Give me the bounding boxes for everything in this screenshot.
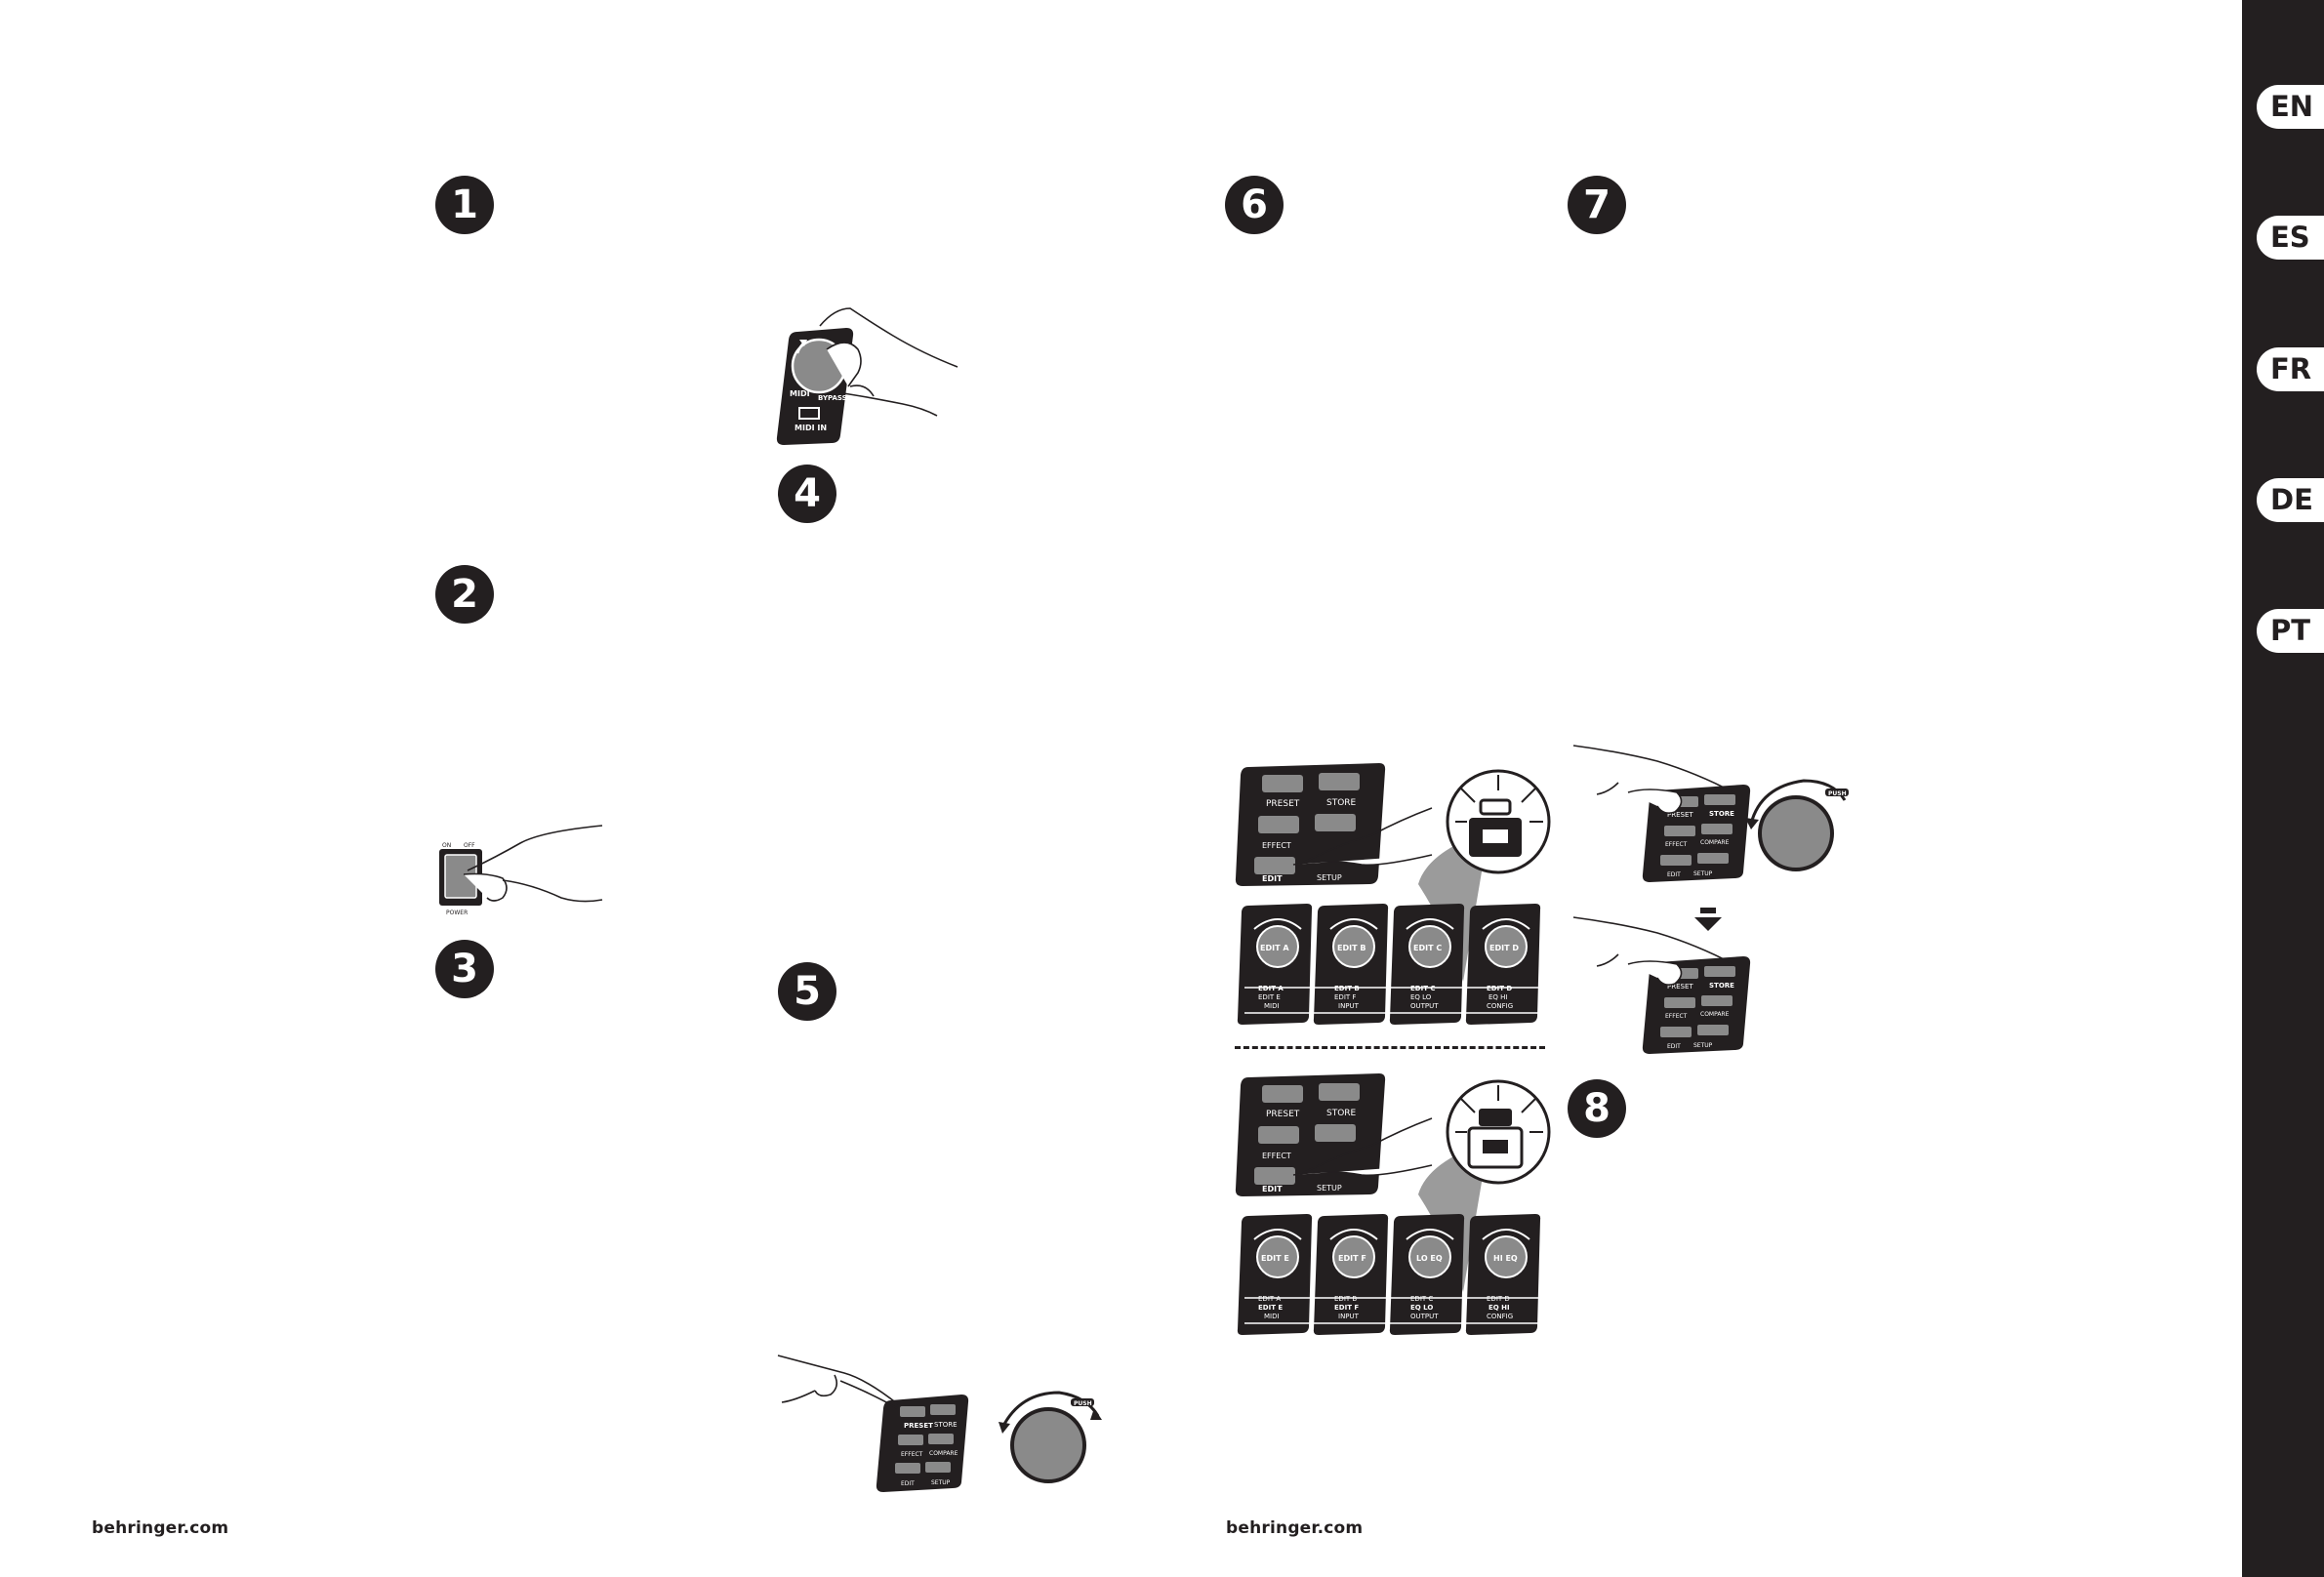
store-label: STORE: [1326, 1109, 1357, 1118]
effect-label: EFFECT: [1262, 841, 1291, 850]
knob-column-edit-e: EDIT E EDIT A EDIT E MIDI: [1237, 1214, 1313, 1335]
bypass-label: BYPASS: [818, 394, 847, 402]
svg-text:EDIT E: EDIT E: [1258, 993, 1281, 1001]
compare-label: COMPARE: [1700, 1011, 1730, 1018]
svg-text:EDIT C: EDIT C: [1413, 944, 1442, 952]
midi-in-label: MIDI IN: [795, 424, 827, 432]
lang-tab-de[interactable]: DE: [2257, 478, 2324, 522]
effect-label: EFFECT: [1665, 841, 1688, 848]
svg-text:INPUT: INPUT: [1338, 1002, 1360, 1010]
knob-column-edit-c: EDIT C EDIT C EQ LO OUTPUT: [1389, 904, 1465, 1025]
svg-text:EQ HI: EQ HI: [1488, 1304, 1510, 1312]
knob-column-hi-eq: HI EQ EDIT D EQ HI CONFIG: [1465, 1214, 1541, 1335]
svg-text:HI EQ: HI EQ: [1493, 1254, 1518, 1263]
edit-label: EDIT: [1262, 874, 1283, 883]
setup-label: SETUP: [1693, 870, 1713, 877]
knob-column-edit-d: EDIT D EDIT D EQ HI CONFIG: [1465, 904, 1541, 1025]
svg-text:EDIT C: EDIT C: [1410, 985, 1436, 992]
svg-text:INPUT: INPUT: [1338, 1313, 1360, 1320]
step-3-badge: 3: [435, 940, 494, 998]
lang-tab-fr[interactable]: FR: [2257, 347, 2324, 391]
knob-column-edit-f: EDIT F EDIT B EDIT F INPUT: [1313, 1214, 1389, 1335]
step-2-badge: 2: [435, 565, 494, 624]
effect-label: EFFECT: [1262, 1152, 1291, 1160]
step-6-badge: 6: [1225, 176, 1284, 234]
svg-text:EDIT F: EDIT F: [1338, 1254, 1366, 1263]
svg-text:LO EQ: LO EQ: [1416, 1254, 1443, 1263]
store-illustration: PRESET STORE EFFECT COMPARE EDIT SETUP P…: [1572, 745, 1849, 1054]
knob-column-edit-a: EDIT A EDIT A EDIT E MIDI: [1237, 904, 1313, 1025]
svg-text:EDIT D: EDIT D: [1489, 944, 1519, 952]
preset-label: PRESET: [1667, 983, 1693, 991]
power-label: POWER: [446, 910, 468, 916]
preset-label: PRESET: [1667, 811, 1693, 819]
svg-text:EDIT A: EDIT A: [1258, 1295, 1281, 1303]
svg-text:EQ HI: EQ HI: [1488, 993, 1508, 1001]
svg-text:OUTPUT: OUTPUT: [1410, 1002, 1439, 1010]
dashed-divider: [1235, 1046, 1545, 1049]
edit-label: EDIT: [1667, 1043, 1681, 1050]
on-label: ON: [442, 842, 451, 849]
edit-label: EDIT: [1262, 1185, 1283, 1193]
svg-text:EDIT B: EDIT B: [1337, 944, 1366, 952]
svg-text:EQ LO: EQ LO: [1410, 993, 1432, 1001]
store-label: STORE: [1709, 982, 1734, 990]
svg-text:MIDI: MIDI: [1264, 1002, 1280, 1010]
svg-text:EDIT C: EDIT C: [1410, 1295, 1433, 1303]
svg-text:EDIT F: EDIT F: [1334, 1304, 1359, 1312]
preset-knob-illustration: PRESET STORE EFFECT COMPARE EDIT SETUP P…: [777, 1355, 1102, 1492]
step-7-badge: 7: [1568, 176, 1626, 234]
lang-tab-en[interactable]: EN: [2257, 85, 2324, 129]
knob-column-lo-eq: LO EQ EDIT C EQ LO OUTPUT: [1389, 1214, 1465, 1335]
svg-text:EDIT B: EDIT B: [1334, 1295, 1357, 1303]
effect-label: EFFECT: [901, 1451, 923, 1458]
svg-text:OUTPUT: OUTPUT: [1410, 1313, 1439, 1320]
effect-label: EFFECT: [1665, 1013, 1688, 1020]
compare-label: COMPARE: [929, 1450, 958, 1457]
svg-text:EDIT E: EDIT E: [1258, 1304, 1283, 1312]
store-label: STORE: [1709, 810, 1734, 818]
svg-text:EDIT A: EDIT A: [1258, 985, 1284, 992]
edit-label: EDIT: [1667, 871, 1681, 878]
edit-label: EDIT: [901, 1480, 915, 1487]
svg-text:EQ LO: EQ LO: [1410, 1304, 1433, 1312]
edit-knobs-a-d-illustration: PRESET STORE EFFECT EDIT SETUP EDIT A ED…: [1235, 763, 1551, 1025]
step-4-badge: 4: [778, 465, 836, 523]
setup-label: SETUP: [1693, 1042, 1713, 1049]
svg-text:EDIT B: EDIT B: [1334, 985, 1360, 992]
push-label: PUSH: [1828, 790, 1847, 797]
off-label: OFF: [464, 842, 475, 849]
footer-url-right[interactable]: behringer.com: [1226, 1518, 1364, 1538]
preset-label: PRESET: [1266, 1110, 1300, 1119]
rotary-knob-illustration: MIDI BYPASS MIDI IN: [776, 307, 958, 445]
svg-text:EDIT E: EDIT E: [1261, 1254, 1289, 1263]
edit-knobs-e-hi-illustration: PRESET STORE EFFECT EDIT SETUP EDIT E ED…: [1235, 1073, 1551, 1335]
svg-text:EDIT A: EDIT A: [1260, 944, 1289, 952]
svg-text:EDIT D: EDIT D: [1487, 985, 1512, 992]
lang-tab-es[interactable]: ES: [2257, 216, 2324, 260]
footer-url-left[interactable]: behringer.com: [92, 1518, 229, 1538]
language-sidebar: [2242, 0, 2324, 1577]
step-5-badge: 5: [778, 962, 836, 1021]
preset-label: PRESET: [904, 1422, 933, 1430]
lang-tab-pt[interactable]: PT: [2257, 609, 2324, 653]
compare-label: COMPARE: [1700, 839, 1730, 846]
push-label: PUSH: [1074, 1400, 1092, 1407]
svg-text:EDIT D: EDIT D: [1487, 1295, 1510, 1303]
svg-text:MIDI: MIDI: [1264, 1313, 1280, 1320]
setup-label: SETUP: [931, 1479, 951, 1486]
preset-label: PRESET: [1266, 799, 1300, 809]
store-label: STORE: [1326, 798, 1357, 808]
step-8-badge: 8: [1568, 1079, 1626, 1138]
midi-label: MIDI: [790, 389, 810, 398]
step-1-badge: 1: [435, 176, 494, 234]
svg-text:CONFIG: CONFIG: [1487, 1313, 1513, 1320]
svg-text:EDIT F: EDIT F: [1334, 993, 1356, 1001]
power-switch-illustration: ON OFF POWER: [439, 825, 603, 916]
store-label: STORE: [934, 1421, 958, 1429]
svg-text:CONFIG: CONFIG: [1487, 1002, 1513, 1010]
setup-label: SETUP: [1317, 873, 1342, 882]
setup-label: SETUP: [1317, 1184, 1342, 1193]
knob-column-edit-b: EDIT B EDIT B EDIT F INPUT: [1313, 904, 1389, 1025]
